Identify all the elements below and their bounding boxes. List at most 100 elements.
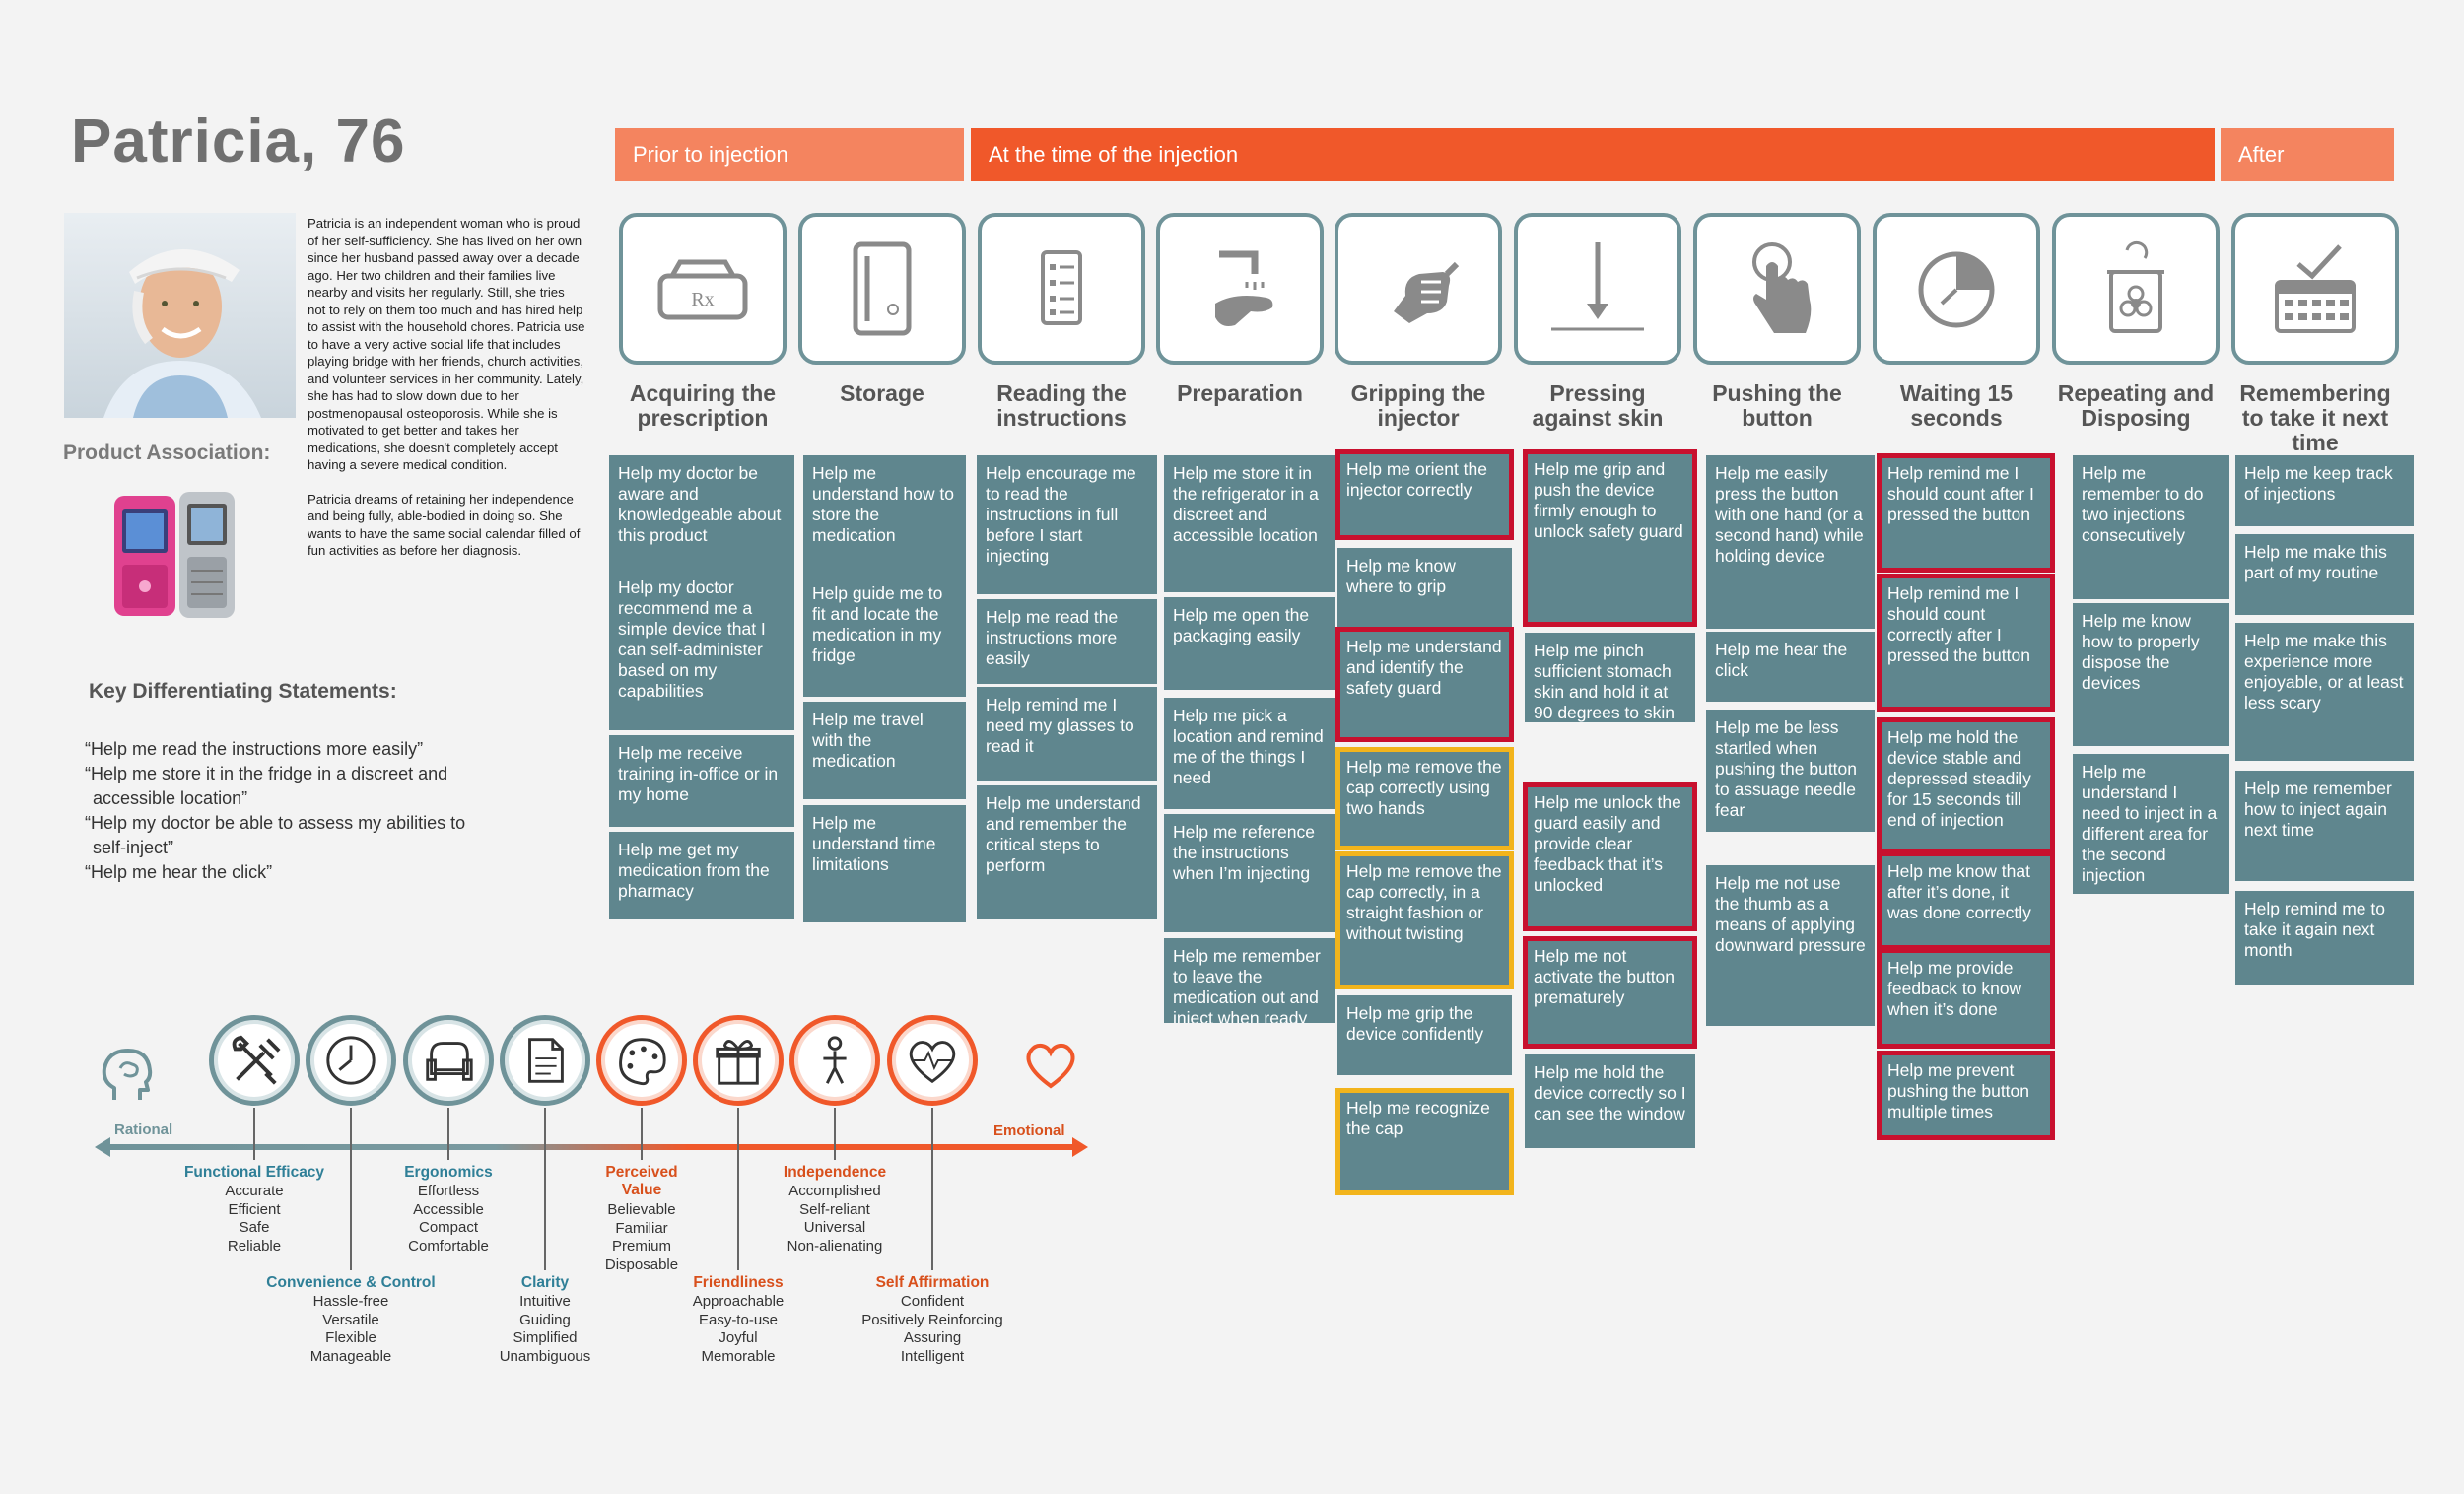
gift-icon — [716, 1040, 761, 1085]
person-icon — [823, 1036, 847, 1084]
stage-icon-box — [1335, 213, 1502, 365]
value-attribute: Compact — [418, 1219, 479, 1236]
value-attribute: Disposable — [604, 1256, 679, 1273]
value-attribute: Confident — [900, 1293, 965, 1310]
value-attribute: Self-reliant — [799, 1200, 870, 1218]
need-card: Help me know where to grip — [1337, 548, 1512, 628]
need-card: Help me hold the device correctly so I c… — [1525, 1054, 1695, 1148]
need-card: Help me open the packaging easily — [1164, 597, 1335, 690]
need-card: Help me make this part of my routine — [2235, 534, 2414, 615]
value-attribute: Efficient — [228, 1200, 281, 1218]
value-attribute: Memorable — [701, 1347, 776, 1365]
need-card: Help me provide feedback to know when it… — [1877, 948, 2055, 1049]
value-attribute: Intelligent — [900, 1347, 965, 1365]
need-card: Help me understand I need to inject in a… — [2073, 754, 2229, 894]
value-title: Perceived Value — [605, 1164, 678, 1198]
value-attribute: Familiar — [615, 1219, 668, 1237]
stage-icon-box — [798, 213, 966, 365]
instructions-list-icon — [1041, 250, 1082, 325]
value-attribute: Easy-to-use — [698, 1311, 779, 1328]
need-card: Help remind me to take it again next mon… — [2235, 891, 2414, 985]
need-card: Help me unlock the guard easily and prov… — [1523, 782, 1697, 931]
need-card: Help me read the instructions more easil… — [977, 599, 1157, 684]
need-card: Help me receive training in-office or in… — [609, 735, 794, 827]
need-card: Help me remember to do two injections co… — [2073, 455, 2229, 599]
value-attribute: Non-alienating — [787, 1237, 883, 1255]
press-down-arrow-icon — [1551, 242, 1644, 331]
heartbeat-icon — [909, 1041, 956, 1084]
rational-label: Rational — [114, 1121, 173, 1138]
need-card: Help me know that after it’s done, it wa… — [1877, 851, 2055, 950]
heart-icon — [1026, 1044, 1075, 1089]
value-title: Independence — [783, 1164, 887, 1181]
timer-clock-icon — [1918, 251, 1995, 328]
value-attribute: Safe — [239, 1219, 270, 1236]
value-attribute: Hassle-free — [312, 1293, 389, 1310]
key-statements-title: Key Differentiating Statements: — [89, 680, 397, 703]
value-tick — [544, 1108, 546, 1270]
value-attribute: Accurate — [225, 1183, 284, 1199]
value-attribute: Reliable — [227, 1237, 282, 1255]
need-card: Help me pick a location and remind me of… — [1164, 698, 1335, 809]
need-card: Help me remove the cap correctly using t… — [1335, 747, 1514, 850]
value-attribute: Guiding — [519, 1311, 571, 1328]
value-attribute: Comfortable — [408, 1237, 489, 1255]
need-card: Help me remember how to inject again nex… — [2235, 771, 2414, 881]
phase-prior-to-injection: Prior to injection — [615, 128, 964, 181]
phase-after: After — [2221, 128, 2394, 181]
gripping-fist-icon — [1394, 261, 1460, 323]
need-card: Help me understand how to store the medi… — [803, 455, 966, 590]
value-circle — [887, 1015, 978, 1106]
stage-icon-box — [978, 213, 1145, 365]
tools-icon — [232, 1035, 281, 1085]
document-icon — [528, 1038, 564, 1083]
value-title: Clarity — [520, 1274, 570, 1291]
need-card: Help me know how to properly dispose the… — [2073, 603, 2229, 746]
value-tick — [931, 1108, 933, 1270]
value-title: Self Affirmation — [875, 1274, 990, 1291]
stage-icon-box — [2052, 213, 2220, 365]
biohazard-container-icon — [2107, 240, 2164, 333]
value-tick — [253, 1108, 255, 1160]
value-circle — [789, 1015, 880, 1106]
value-circle — [500, 1015, 590, 1106]
value-attribute: Accessible — [413, 1200, 484, 1218]
need-card: Help me not activate the button prematur… — [1523, 936, 1697, 1049]
stage-icon-box: Rx — [619, 213, 787, 365]
calendar-check-icon — [2275, 244, 2356, 333]
need-card: Help me be less startled when pushing th… — [1706, 710, 1875, 832]
need-card: Help encourage me to read the instructio… — [977, 455, 1157, 594]
value-attribute: Unambiguous — [499, 1347, 591, 1365]
need-card: Help me not use the thumb as a means of … — [1706, 865, 1875, 1026]
value-circle — [403, 1015, 494, 1106]
persona-bio: Patricia is an independent woman who is … — [308, 215, 585, 577]
value-attribute: Positively Reinforcing — [861, 1311, 1003, 1328]
stage-icon-box — [1156, 213, 1324, 365]
need-card: Help me store it in the refrigerator in … — [1164, 455, 1335, 592]
value-tick — [641, 1108, 643, 1160]
value-attribute: Versatile — [322, 1311, 379, 1328]
persona-bio-paragraph: Patricia dreams of retaining her indepen… — [308, 491, 581, 559]
value-attribute: Effortless — [417, 1183, 480, 1199]
stage-label: Pushing the button — [1712, 380, 1842, 431]
stage-label: Gripping the injector — [1350, 380, 1486, 431]
value-attribute: Simplified — [513, 1329, 578, 1346]
value-attribute: Universal — [803, 1219, 866, 1236]
need-card: Help me grip and push the device firmly … — [1523, 449, 1697, 627]
hand-washing-icon — [1215, 250, 1273, 326]
need-card: Help me understand time limitations — [803, 805, 966, 922]
rational-emotional-axis — [95, 1137, 1088, 1157]
need-card: Help me get my medication from the pharm… — [609, 832, 794, 919]
head-brain-icon — [102, 1049, 153, 1100]
value-circle — [306, 1015, 396, 1106]
value-attribute: Assuring — [903, 1329, 962, 1346]
stage-label: Pressing against skin — [1532, 380, 1664, 431]
value-attribute: Believable — [607, 1201, 676, 1218]
value-circle — [693, 1015, 784, 1106]
stage-icon-text: Rx — [691, 289, 714, 310]
stage-icon-box — [1873, 213, 2040, 365]
